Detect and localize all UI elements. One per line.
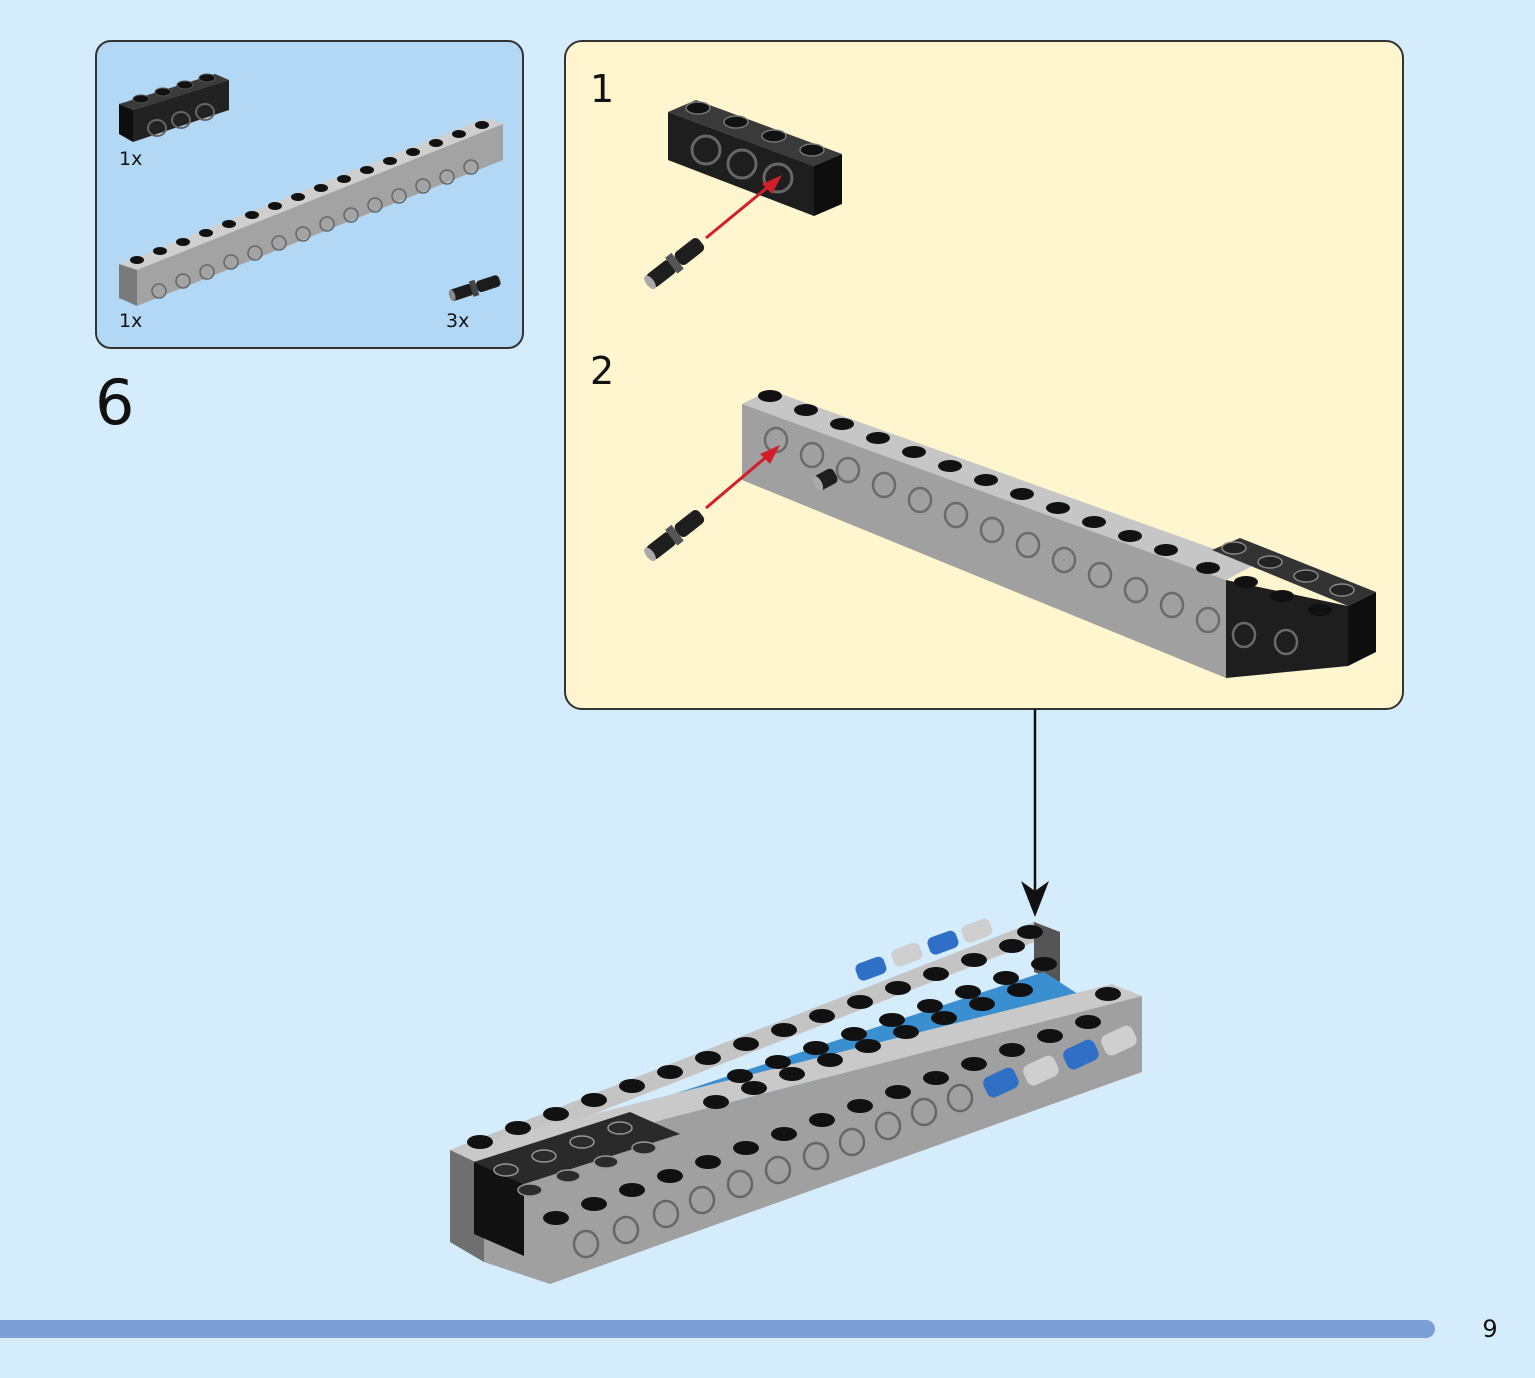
main-model-illustration <box>450 918 1142 1284</box>
sub-step-2-illustration <box>644 390 1376 678</box>
sub-assembly-panel: 1 2 <box>564 40 1404 710</box>
grey-technic-beam-1x16-icon <box>119 118 503 306</box>
step-number: 6 <box>95 366 135 439</box>
parts-qty-grey-beam: 1x <box>119 310 143 332</box>
parts-qty-friction-pin: 3x <box>446 310 470 332</box>
sub-step-1-illustration <box>644 100 842 290</box>
page-number: 9 <box>1482 1315 1498 1343</box>
sub-step-number-2: 2 <box>590 349 615 393</box>
friction-pin-icon <box>448 275 501 302</box>
sub-step-number-1: 1 <box>590 67 615 111</box>
sub-assembly-arrow <box>1021 709 1049 917</box>
progress-bar <box>0 1320 1435 1338</box>
parts-qty-black-brick: 1x <box>119 148 143 170</box>
parts-list-panel: 1x 1x 3x <box>95 40 524 349</box>
black-technic-brick-1x4-icon <box>119 73 229 142</box>
